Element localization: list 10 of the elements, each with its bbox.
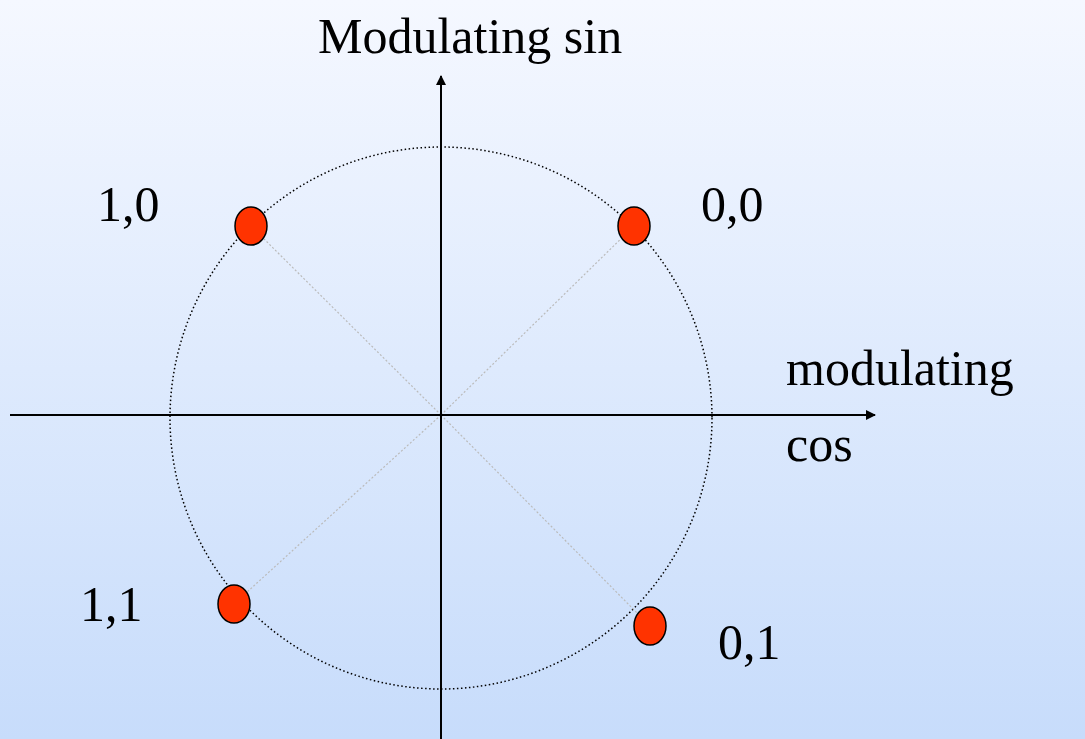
axis-label: Modulating sin: [318, 8, 623, 64]
constellation-point: [617, 206, 651, 246]
constellation-point: [234, 206, 268, 246]
point-label: 0,1: [718, 614, 781, 670]
point-label: 0,0: [701, 176, 764, 232]
constellation-point: [633, 606, 667, 646]
axis-label: modulating cos: [786, 339, 1015, 474]
point-label: 1,0: [97, 176, 160, 232]
constellation-point: [217, 584, 251, 624]
point-label: 1,1: [80, 576, 143, 632]
